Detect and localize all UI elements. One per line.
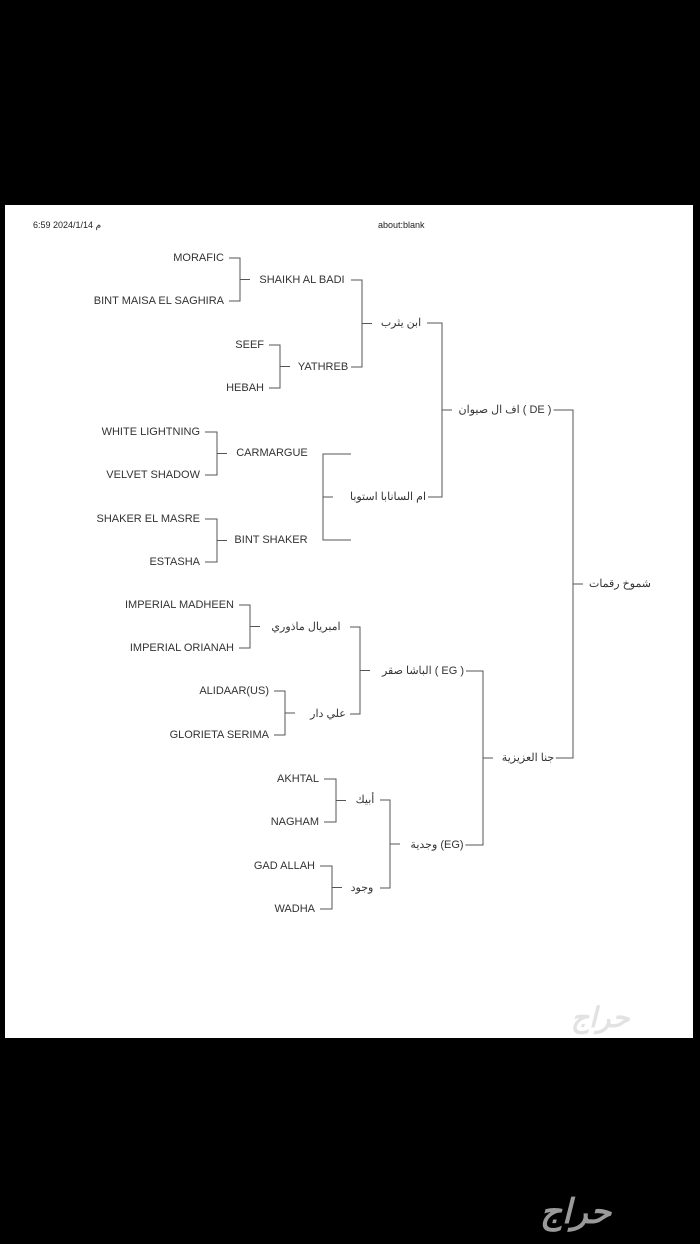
pedigree-name: AKHTAL: [275, 772, 321, 786]
bracket-line: [320, 865, 342, 910]
bracket-line: [545, 409, 583, 759]
bracket-line: [427, 322, 452, 498]
bracket-line: [351, 279, 372, 368]
print-url: about:blank: [378, 220, 425, 230]
pedigree-name: WHITE LIGHTNING: [99, 425, 202, 439]
bracket-line: [239, 604, 260, 649]
pedigree-name: HEBAH: [224, 381, 266, 395]
pedigree-name: IMPERIAL MADHEEN: [122, 598, 236, 612]
pedigree-name: SHAIKH AL BADI: [257, 273, 347, 287]
pedigree-name: CARMARGUE: [234, 446, 310, 460]
pedigree-name: BINT MAISA EL SAGHIRA: [91, 294, 226, 308]
pedigree-name: وجود: [348, 881, 376, 895]
pedigree-page: 6:59 2024/1/14 م about:blank MORAFIC BIN…: [5, 205, 693, 1038]
pedigree-name: BINT SHAKER: [232, 533, 310, 547]
pedigree-name: YATHREB: [295, 360, 351, 374]
watermark-text: حراج: [571, 1001, 630, 1034]
pedigree-name: اف ال صيوان ( DE ): [456, 403, 554, 417]
pedigree-name: الباشا صقر ( EG ): [379, 664, 467, 678]
bracket-line: [274, 690, 295, 736]
bracket-line: [205, 518, 227, 563]
bracket-line: [350, 626, 370, 715]
pedigree-name: GLORIETA SERIMA: [167, 728, 271, 742]
pedigree-name: أبيك: [353, 793, 377, 807]
bracket-line: [229, 257, 250, 302]
pedigree-name: SEEF: [233, 338, 266, 352]
pedigree-name: WADHA: [272, 902, 317, 916]
bracket-line: [205, 431, 227, 476]
pedigree-subject: شموخ رقمات: [586, 577, 654, 591]
pedigree-name: ام السانابا استوبا: [347, 490, 429, 504]
bracket-line: [465, 670, 493, 846]
pedigree-name: IMPERIAL ORIANAH: [127, 641, 236, 655]
pedigree-name: امبريال ماذوري: [269, 620, 343, 634]
pedigree-name: ابن يثرب: [378, 316, 424, 330]
pedigree-name: ALIDAAR(US): [197, 684, 271, 698]
pedigree-name: GAD ALLAH: [251, 859, 317, 873]
watermark-logo: حراج: [571, 1001, 630, 1034]
bracket-line: [322, 453, 351, 541]
watermark-logo-bottom: حراج: [540, 1192, 611, 1232]
watermark-text: حراج: [540, 1192, 612, 1232]
pedigree-name: جنا العزيزية: [499, 751, 557, 765]
bracket-line: [269, 344, 290, 389]
pedigree-name: وجدية (EG): [408, 838, 466, 852]
pedigree-name: NAGHAM: [268, 815, 321, 829]
print-datetime: 6:59 2024/1/14 م: [33, 220, 102, 230]
bracket-line: [380, 799, 400, 889]
pedigree-connector-lines: [205, 257, 583, 910]
pedigree-name: علي دار: [308, 707, 348, 721]
pedigree-name: SHAKER EL MASRE: [94, 512, 202, 526]
pedigree-name: VELVET SHADOW: [104, 468, 202, 482]
pedigree-name: ESTASHA: [147, 555, 202, 569]
bracket-line: [324, 778, 346, 823]
pedigree-name: MORAFIC: [171, 251, 226, 265]
